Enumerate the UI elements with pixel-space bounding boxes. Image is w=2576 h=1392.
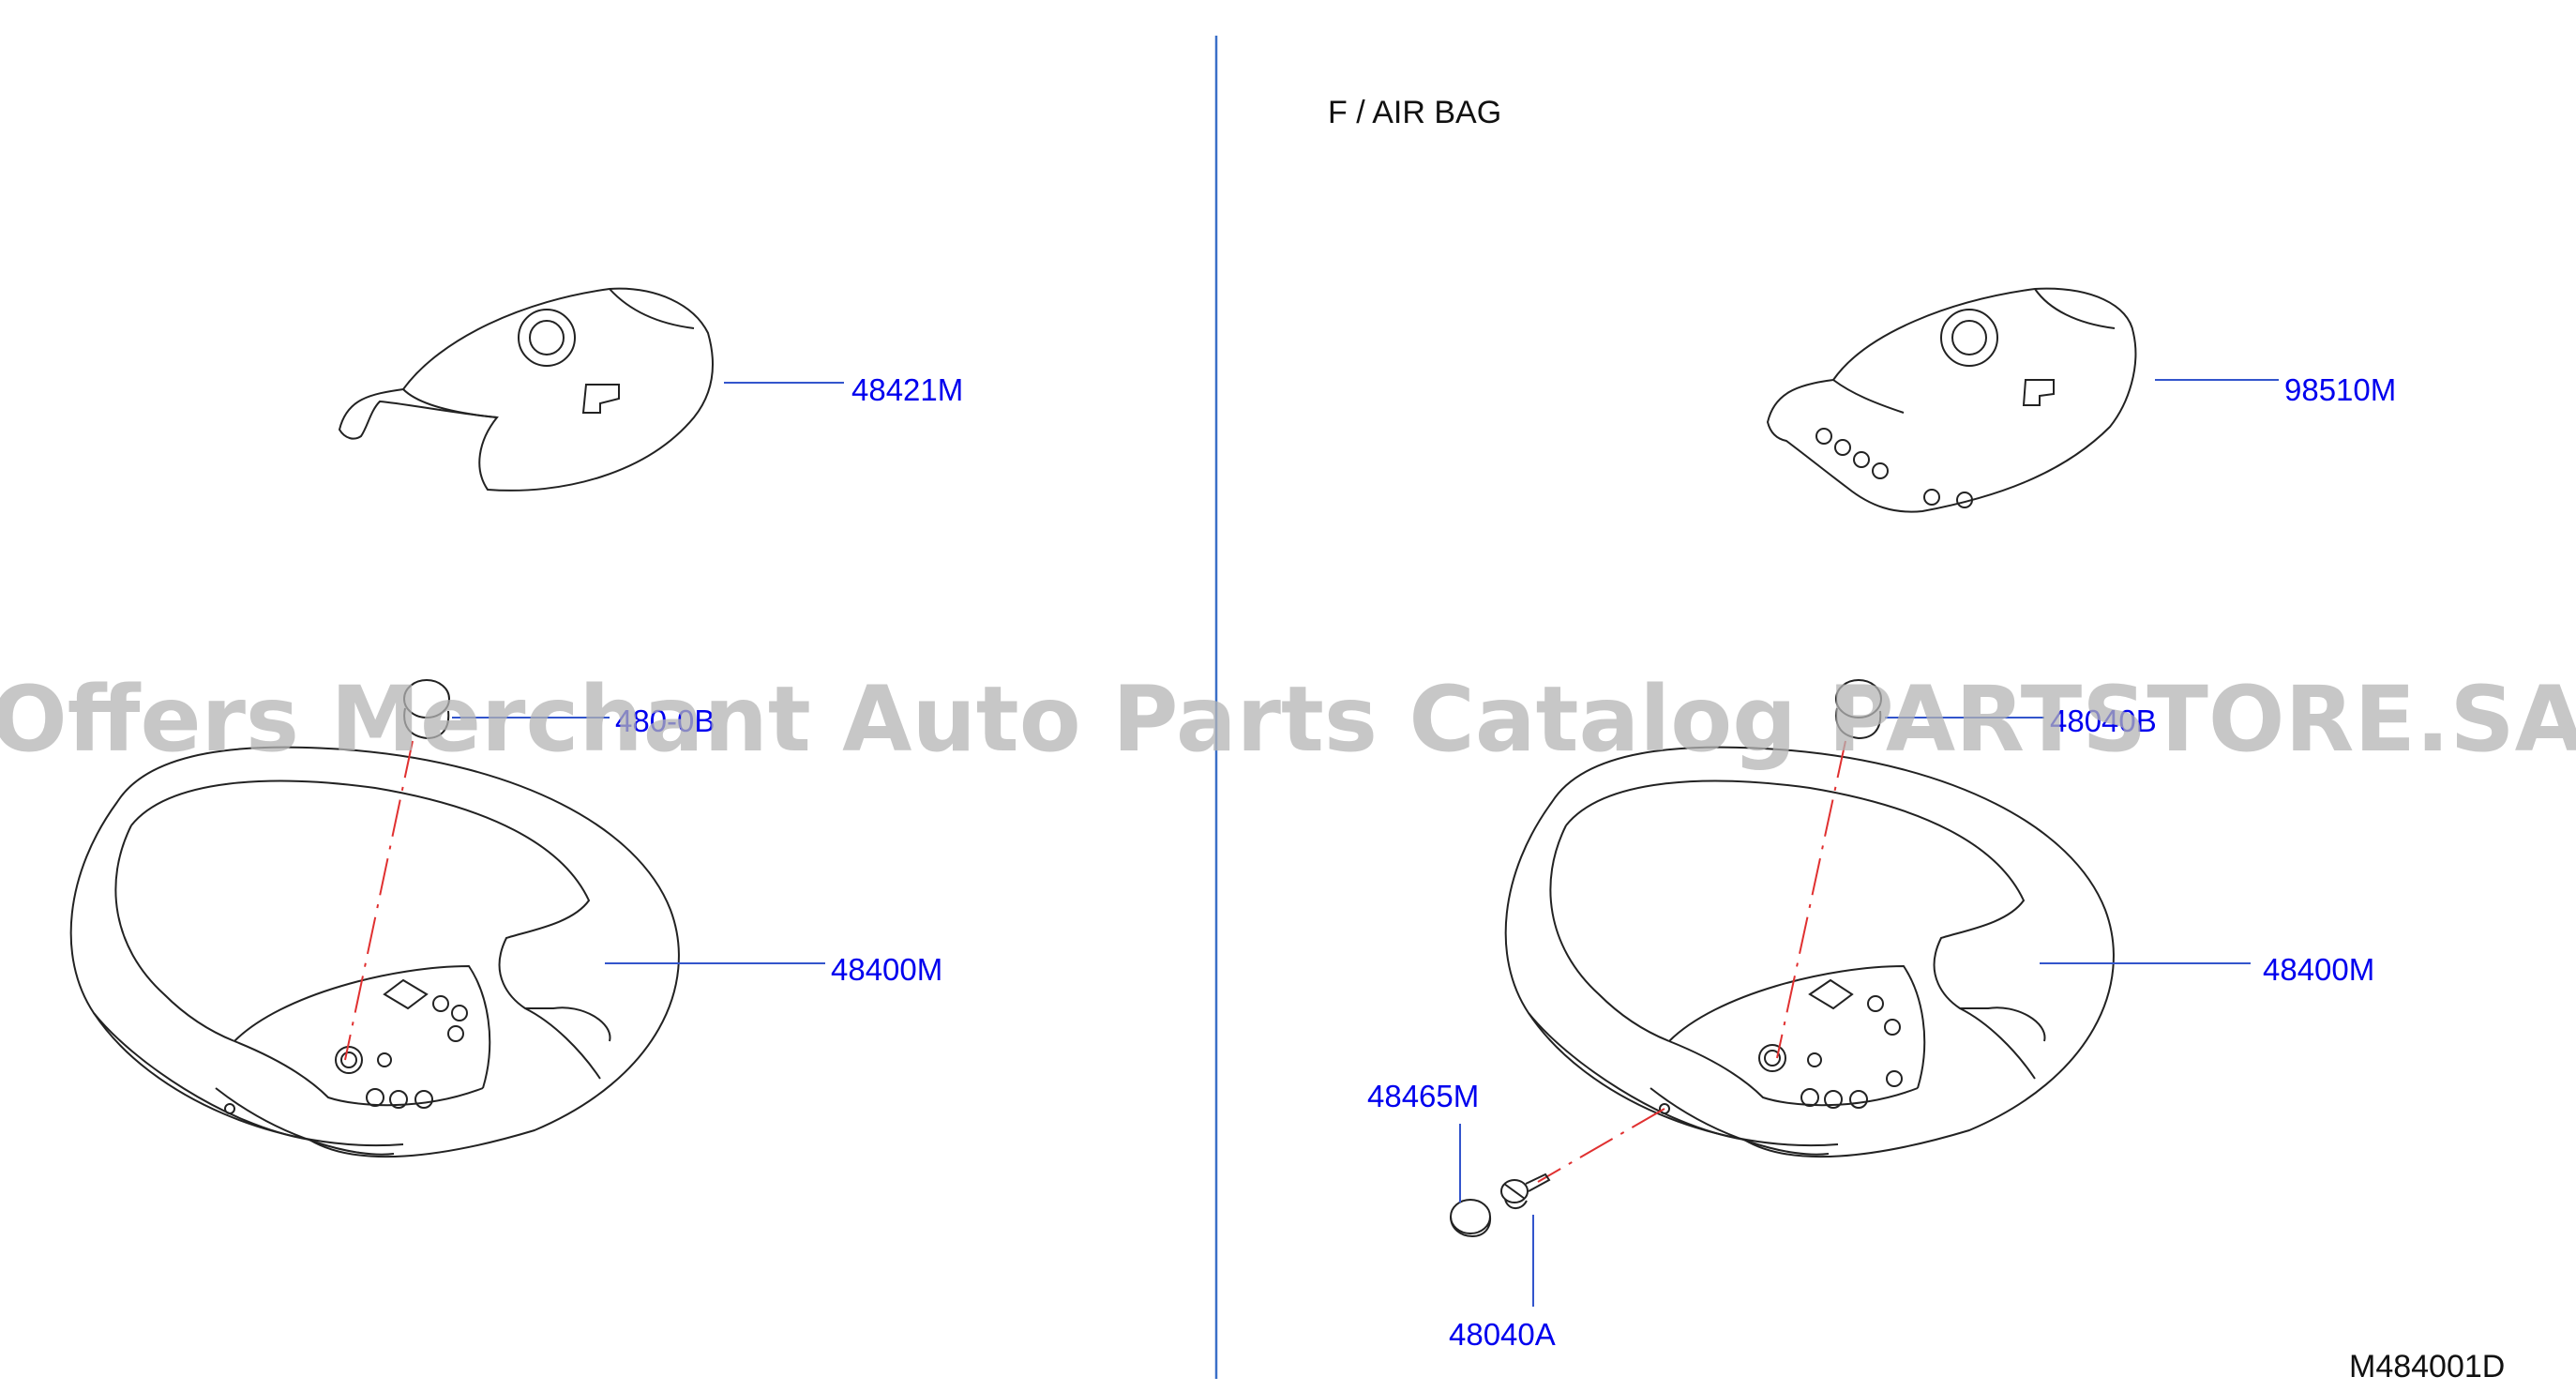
center-line-bolt (1537, 1108, 1665, 1183)
steering-wheel-icon-right (1504, 746, 2115, 1158)
steering-wheel-icon (69, 746, 680, 1158)
part-label-480-0B: 480-0B (615, 704, 715, 738)
part-label-48465M: 48465M (1367, 1079, 1479, 1113)
center-line-right (1776, 740, 1846, 1059)
part-label-48400M-left: 48400M (831, 952, 942, 987)
clip-icon (403, 679, 450, 740)
part-label-48040A: 48040A (1449, 1317, 1556, 1352)
part-label-48040B: 48040B (2050, 704, 2157, 738)
bolt-icon (1500, 1173, 1551, 1209)
part-label-48421M: 48421M (851, 372, 963, 407)
airbag-module-icon (1766, 287, 2137, 513)
diagram-code: M484001D (2349, 1349, 2505, 1384)
part-label-98510M: 98510M (2284, 372, 2396, 407)
cap-icon (1450, 1199, 1492, 1238)
part-label-48400M-right: 48400M (2263, 952, 2374, 987)
section-title: F / AIR BAG (1328, 95, 1501, 130)
clip-icon-right (1835, 679, 1882, 740)
center-line-left (344, 740, 414, 1061)
watermark-text: Offers Merchant Auto Parts Catalog PARTS… (0, 667, 2576, 772)
horn-pad-icon (338, 287, 714, 492)
